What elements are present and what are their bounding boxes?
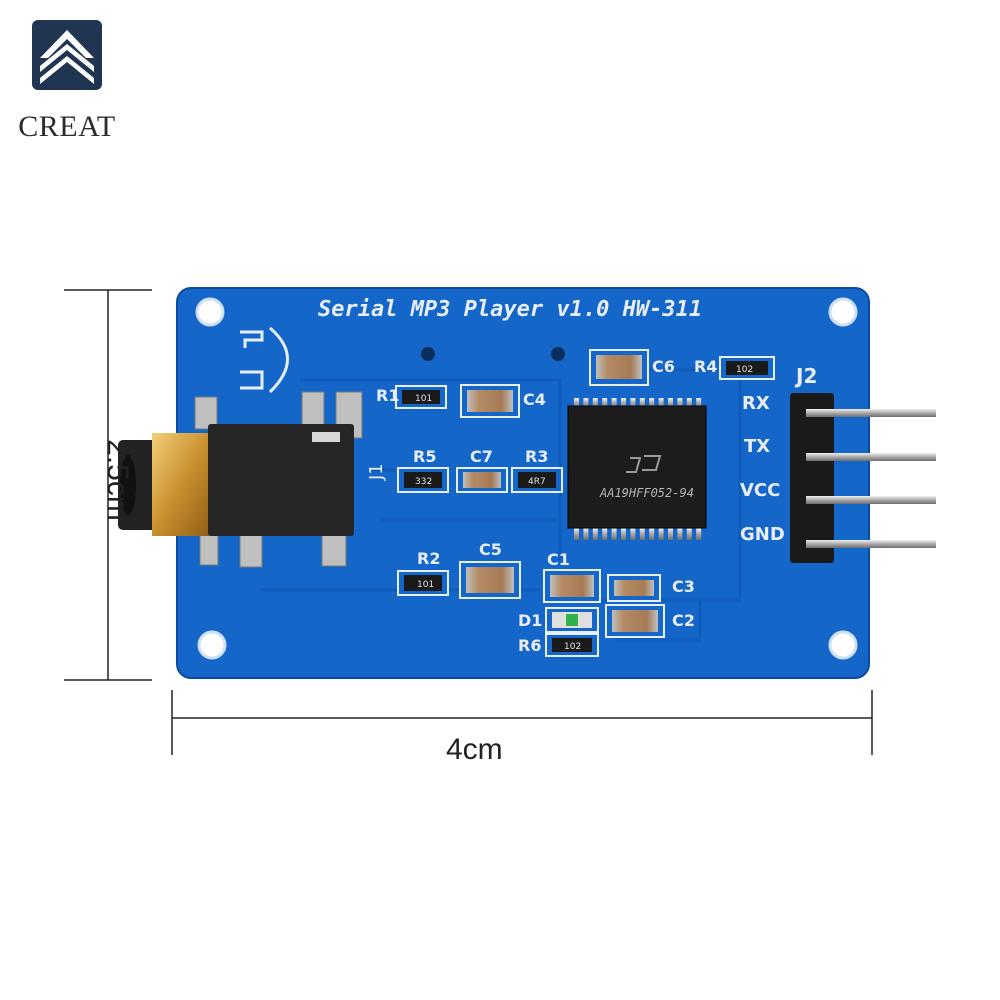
chip-pin bbox=[696, 528, 702, 540]
chip-pin bbox=[639, 528, 645, 540]
label-c3: C3 bbox=[672, 577, 695, 596]
chip-pin bbox=[574, 398, 579, 408]
chip-pin bbox=[677, 398, 683, 408]
chip-pin bbox=[668, 528, 673, 540]
component-r5 bbox=[397, 467, 449, 493]
chip-pin bbox=[592, 398, 598, 408]
chip-pin bbox=[649, 398, 655, 408]
width-dimension bbox=[171, 690, 873, 755]
label-c7: C7 bbox=[470, 447, 493, 466]
label-r3: R3 bbox=[525, 447, 548, 466]
component-d1 bbox=[545, 607, 599, 633]
chip-pin bbox=[696, 398, 702, 408]
label-c2: C2 bbox=[672, 611, 695, 630]
audio-jack bbox=[118, 391, 363, 568]
chip-pin bbox=[621, 528, 626, 540]
label-c6: C6 bbox=[652, 357, 675, 376]
header-pin bbox=[806, 409, 936, 417]
pin-label-rx: RX bbox=[742, 393, 770, 414]
component-c5 bbox=[459, 561, 521, 599]
component-c2 bbox=[605, 604, 665, 638]
chip-pin bbox=[658, 398, 664, 408]
chip-pin bbox=[592, 528, 598, 540]
mounting-holes bbox=[195, 297, 858, 660]
chip-logo-icon bbox=[626, 455, 662, 473]
label-r2: R2 bbox=[417, 549, 440, 568]
chip-pin bbox=[611, 528, 617, 540]
component-r6 bbox=[545, 633, 599, 657]
pcb-title: Serial MP3 Player v1.0 HW-311 bbox=[318, 297, 702, 322]
component-c3 bbox=[607, 574, 661, 602]
component-r3 bbox=[511, 467, 563, 493]
chip-pin bbox=[668, 398, 673, 408]
r1-code: 101 bbox=[415, 394, 432, 404]
connector-label: J2 bbox=[794, 364, 817, 388]
r4-code: 102 bbox=[736, 365, 753, 375]
label-c1: C1 bbox=[547, 550, 570, 569]
header-pin bbox=[806, 453, 936, 461]
label-c4: C4 bbox=[523, 390, 546, 409]
chip-pin bbox=[602, 398, 608, 408]
jack-label: J1 bbox=[366, 463, 387, 481]
brand-logo-block: CREAT bbox=[12, 18, 122, 143]
speaker-icon bbox=[240, 326, 289, 394]
chip-pin bbox=[583, 398, 589, 408]
component-r4 bbox=[719, 356, 775, 380]
component-c6 bbox=[589, 349, 649, 386]
label-c5: C5 bbox=[479, 540, 502, 559]
header-pin bbox=[806, 496, 936, 504]
chip-pin bbox=[583, 528, 589, 540]
chip-marking: AA19HFF052-94 bbox=[599, 486, 694, 500]
chip-pin bbox=[649, 528, 655, 540]
pin-label-gnd: GND bbox=[740, 524, 785, 545]
component-r2 bbox=[397, 570, 449, 596]
chip-pin bbox=[630, 528, 636, 540]
r3-code: 4R7 bbox=[528, 477, 546, 487]
chip-pin bbox=[639, 398, 645, 408]
label-r4: R4 bbox=[694, 357, 717, 376]
chip-pin bbox=[630, 398, 636, 408]
r2-code: 101 bbox=[417, 580, 434, 590]
component-r1 bbox=[395, 385, 447, 409]
width-label: 4cm bbox=[446, 733, 503, 766]
component-c1 bbox=[543, 569, 601, 603]
header-pin bbox=[806, 540, 936, 548]
label-r5: R5 bbox=[413, 447, 436, 466]
brand-name: CREAT bbox=[18, 110, 116, 143]
decoder-chip: AA19HFF052-94 bbox=[567, 398, 707, 540]
r6-code: 102 bbox=[564, 642, 581, 652]
chip-pin bbox=[686, 528, 692, 540]
pin-label-vcc: VCC bbox=[740, 480, 780, 501]
label-d1: D1 bbox=[518, 611, 542, 630]
chip-pin bbox=[677, 528, 683, 540]
chip-pin bbox=[611, 398, 617, 408]
r5-code: 332 bbox=[415, 477, 432, 487]
chip-pin bbox=[621, 398, 626, 408]
chip-pin bbox=[686, 398, 692, 408]
label-r6: R6 bbox=[518, 636, 541, 655]
component-c7 bbox=[456, 467, 508, 493]
label-r1: R1 bbox=[376, 386, 399, 405]
height-dimension bbox=[64, 289, 152, 681]
smd-components bbox=[395, 349, 775, 657]
chip-pin bbox=[658, 528, 664, 540]
pin-label-tx: TX bbox=[744, 436, 770, 457]
creat-logo-icon bbox=[32, 20, 102, 90]
component-c4 bbox=[460, 384, 520, 418]
height-label: 2.5cm bbox=[101, 439, 134, 521]
chip-pin bbox=[602, 528, 608, 540]
pin-header bbox=[790, 393, 936, 563]
chip-pin bbox=[574, 528, 579, 540]
